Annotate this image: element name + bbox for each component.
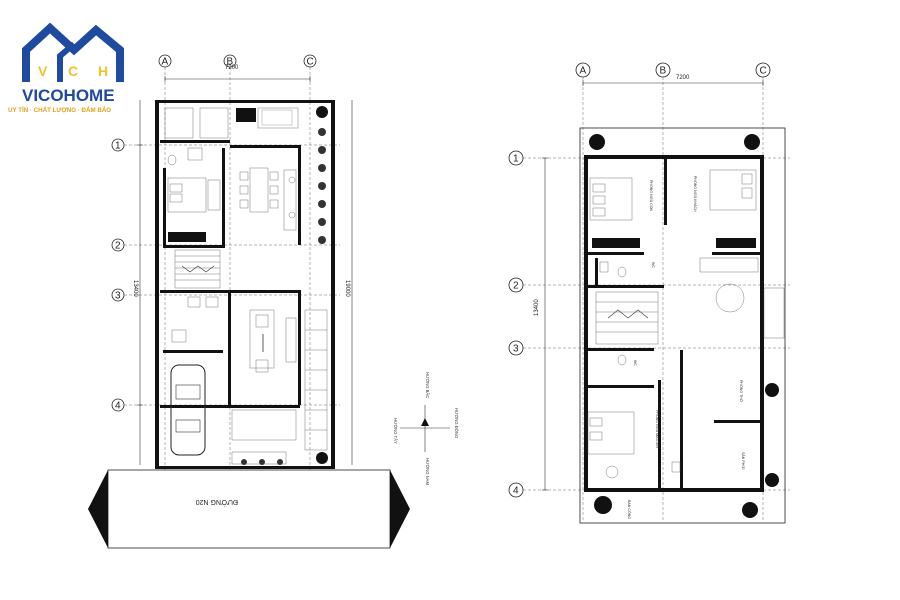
compass-south: HƯỚNG NAM [425,458,430,485]
dimension-inner-label: 13400 [132,280,138,297]
ground-floor-plan: A B C 7200 1 2 3 4 [88,54,410,549]
grid-label-4: 4 [115,401,121,412]
grid-label-4-right: 4 [513,486,519,497]
dimension-outer-label: 19000 [344,280,350,297]
logo-letter-v: V [38,63,48,79]
tree-icon [589,134,779,518]
compass-west: HƯỚNG TÂY [393,418,398,444]
grid-label-3-right: 3 [513,344,519,355]
dimension-depth-label-right: 13400 [534,299,540,316]
compass: HƯỚNG BẮC HƯỚNG NAM HƯỚNG ĐÔNG HƯỚNG TÂY [393,372,459,485]
logo-letter-h: H [98,63,108,79]
dimension-width-right: 7200 [582,75,764,86]
room-label-wc-top: WC [651,262,655,268]
car-icon [170,364,206,456]
dimension-width-left: 7200 [164,65,311,82]
grid-label-c: C [307,57,314,68]
grid-label-b: B [227,57,234,68]
room-label-wc-bottom: WC [633,360,637,366]
dimension-depth-left: 13400 19000 [132,100,353,465]
plant-strip-icon [241,106,328,465]
grid-label-b-right: B [660,66,667,77]
grid-rows-left: 1 2 3 4 [111,138,340,412]
grid-label-a-right: A [580,66,587,77]
room-label-bedroom-guest: PHÒNG NGỦ KHÁCH [693,176,698,212]
grid-columns-right: A B C [575,62,771,520]
house-icon [22,22,124,82]
road-label: ĐƯỜNG N20 [196,498,238,507]
upper-floor-plan: A B C 7200 1 2 3 4 [508,62,790,524]
grid-label-a: A [162,57,169,68]
road-area: ĐƯỜNG N20 [88,469,410,549]
logo-letter-c: C [68,63,78,79]
room-label-drying: SÂN PHƠI [741,452,745,469]
grid-label-2: 2 [115,241,121,252]
brand-name: VICOHOME [22,86,115,105]
grid-label-2-right: 2 [513,281,519,292]
grid-label-3: 3 [115,291,121,302]
grid-label-1-right: 1 [513,154,519,165]
compass-east: HƯỚNG ĐÔNG [454,408,459,438]
brand-tagline: UY TÍN · CHẤT LƯỢNG · ĐẢM BẢO [8,106,111,114]
room-label-worship: PHÒNG THỜ [739,380,744,402]
grid-label-1: 1 [115,141,121,152]
room-label-bedroom-child: PHÒNG NGỦ CON [649,180,654,212]
brand-logo: V C H VICOHOME UY TÍN · CHẤT LƯỢNG · ĐẢM… [8,22,124,114]
dimension-width-label: 7200 [225,65,239,71]
dimension-width-label-right: 7200 [676,75,690,81]
dimension-depth-right: 13400 [534,157,548,491]
compass-north: HƯỚNG BẮC [425,372,430,398]
room-label-bedroom-master: PHÒNG NGỦ MASTER [655,410,660,449]
grid-label-c-right: C [760,66,767,77]
room-label-balcony: BAN CÔNG [627,500,632,519]
